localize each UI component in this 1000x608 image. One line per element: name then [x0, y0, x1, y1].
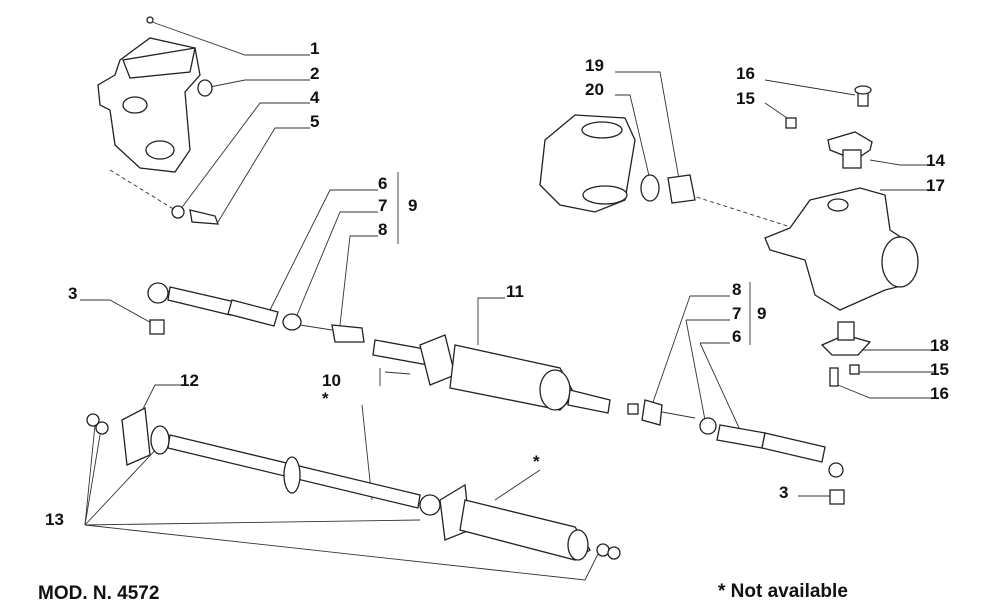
steering-knuckle-right	[764, 85, 919, 505]
callout-12: 12	[180, 371, 199, 390]
callout-20: 20	[585, 80, 604, 99]
callout-14: 14	[926, 151, 945, 170]
callout-17: 17	[926, 176, 945, 195]
callout-5: 5	[310, 112, 320, 131]
axle-beam-end	[539, 114, 696, 213]
callout-8: 8	[378, 220, 388, 239]
callout-6: 6	[378, 174, 388, 193]
callout-not-available-2: *	[533, 452, 540, 471]
callout-16: 16	[736, 64, 755, 83]
callout-6-right: 6	[732, 327, 742, 346]
callout-9: 9	[408, 196, 418, 215]
callout-4: 4	[310, 88, 320, 107]
tie-rod-upper	[147, 282, 826, 463]
callout-9-right: 9	[757, 304, 767, 323]
callout-15: 15	[736, 89, 755, 108]
callout-16-right: 16	[930, 384, 949, 403]
callout-19: 19	[585, 56, 604, 75]
callout-3: 3	[68, 284, 78, 303]
steering-knuckle-left	[97, 16, 219, 225]
leader-lines	[80, 21, 935, 581]
callout-2: 2	[310, 64, 320, 83]
model-number: MOD. N. 4572	[38, 583, 160, 604]
callout-3-right: 3	[779, 483, 789, 502]
callout-8-right: 8	[732, 280, 742, 299]
callout-18: 18	[930, 336, 949, 355]
callout-7-right: 7	[732, 304, 742, 323]
callout-15-right: 15	[930, 360, 949, 379]
not-available-note: * Not available	[718, 581, 848, 602]
callout-not-available-1: *	[322, 389, 329, 408]
callout-13: 13	[45, 510, 64, 529]
callout-7: 7	[378, 196, 388, 215]
callout-11: 11	[506, 282, 524, 301]
callout-1: 1	[310, 39, 320, 58]
callout-10: 10	[322, 371, 341, 390]
steering-cylinder-lower	[86, 406, 621, 561]
